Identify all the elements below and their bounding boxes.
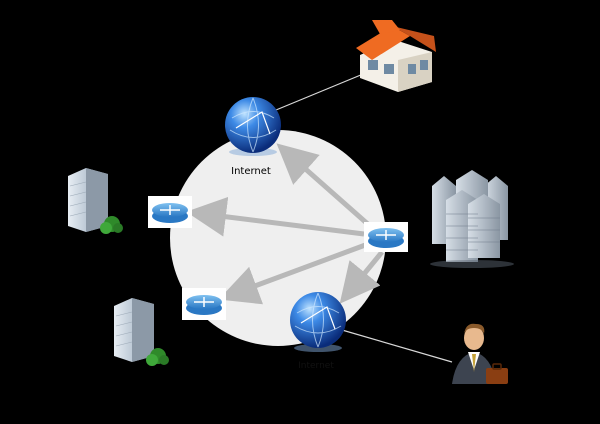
- arrow-to-internet-bottom: [339, 250, 384, 304]
- arrow-to-internet-top: [276, 143, 372, 228]
- globe-icon: [290, 292, 346, 348]
- office-tower-icon: [68, 168, 123, 234]
- house-icon: [356, 20, 436, 92]
- branch-office-1: [68, 168, 123, 234]
- headquarters: [430, 170, 514, 268]
- link-home-office: [275, 71, 369, 111]
- internet-top-label: Internet: [231, 166, 271, 177]
- internet-globe-top: Internet: [225, 97, 281, 177]
- router-left-top: [148, 196, 192, 228]
- arrow-to-router-left-bottom: [218, 241, 369, 305]
- globe-icon: [225, 97, 281, 153]
- home-office: [356, 20, 436, 92]
- mobile-user: [452, 323, 508, 384]
- skyscrapers-icon: [430, 170, 514, 268]
- businessman-icon: [452, 323, 508, 384]
- branch-office-2: [114, 298, 169, 366]
- arrows: [186, 143, 384, 305]
- office-tower-icon: [114, 298, 169, 366]
- link-mobile-user: [341, 329, 453, 363]
- router-central: [364, 222, 408, 252]
- internet-globe-bottom: Internet: [290, 292, 346, 371]
- router-left-bottom: [182, 288, 226, 320]
- arrow-to-router-left-top: [186, 196, 365, 237]
- internet-bottom-label: Internet: [298, 361, 334, 371]
